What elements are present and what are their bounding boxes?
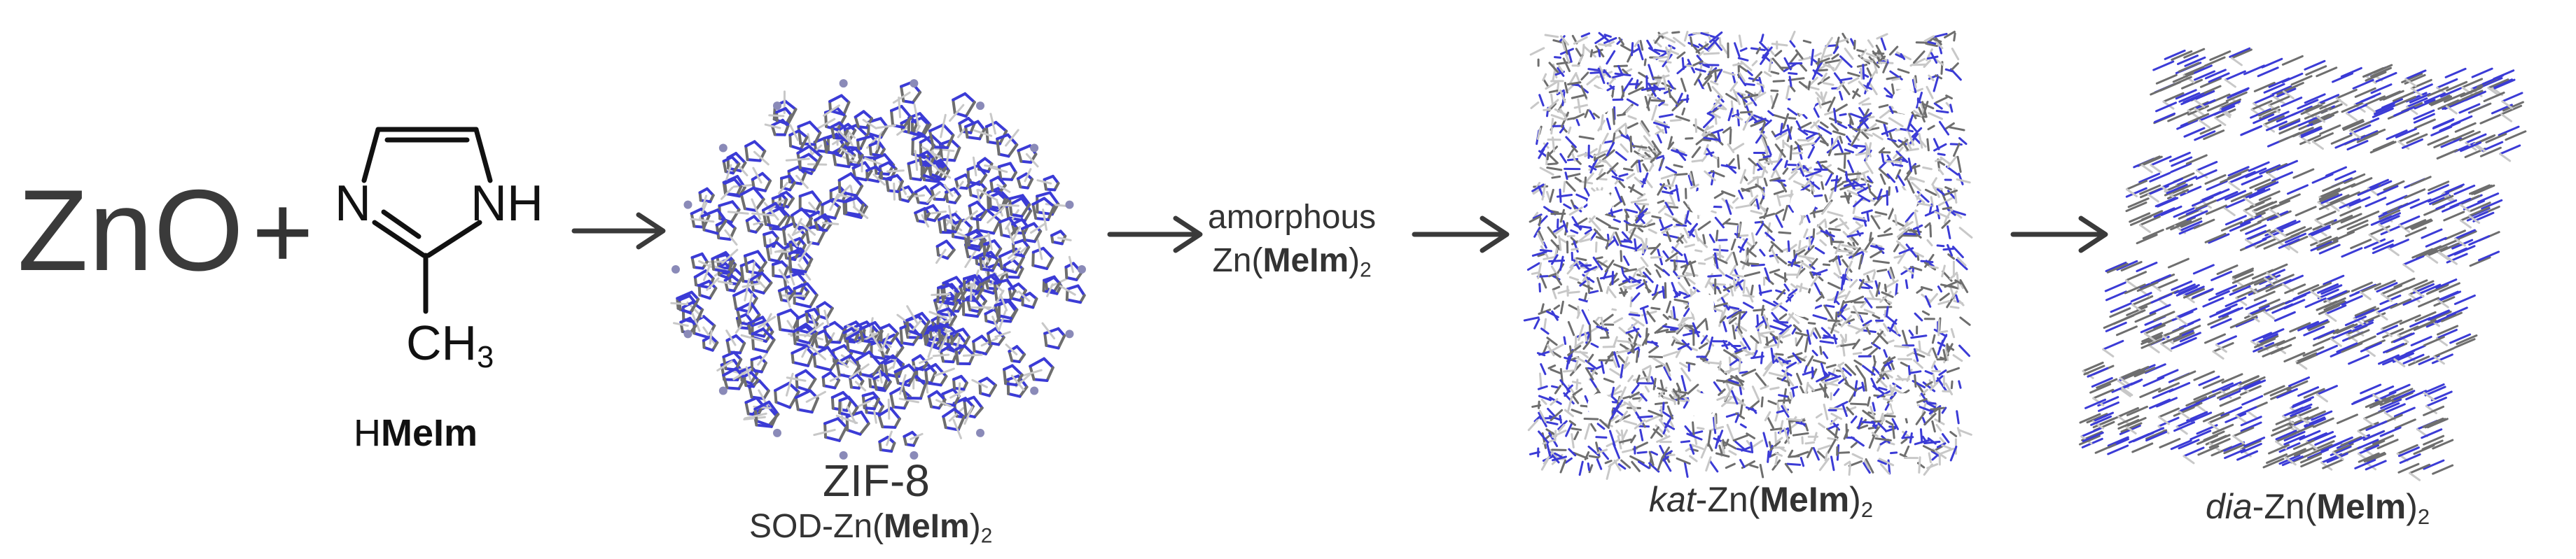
methyl-ch: CH (406, 316, 478, 370)
methyl-subscript: 3 (477, 340, 494, 374)
arrows (571, 212, 2108, 253)
kat-structure (1523, 30, 1973, 480)
ring-bond-right (473, 127, 493, 183)
imidazole-n-label: N (335, 176, 371, 232)
arrow-3 (1412, 215, 1510, 253)
plus-sign: + (252, 173, 314, 290)
dia-caption: dia-Zn(MeIm)2 (2206, 487, 2430, 529)
amorphous-line1: amorphous (1208, 199, 1377, 236)
zif8-structure (670, 79, 1086, 460)
methyl-label: CH3 (406, 315, 494, 374)
zno-label: ZnO (18, 166, 244, 295)
zif8-subtitle: SOD-Zn(MeIm)2 (749, 508, 993, 548)
imidazole-nh-label: NH (471, 176, 543, 232)
arrow-2 (1107, 215, 1203, 253)
amorphous-line2: Zn(MeIm)2 (1212, 242, 1372, 282)
arrow-1 (571, 212, 666, 250)
ring-bond-lower-left-double (381, 209, 422, 239)
ligand-label: HMeIm (354, 412, 478, 454)
amorphous-label: amorphous Zn(MeIm)2 (1208, 196, 1376, 283)
ring-bond-lower-left (372, 220, 426, 258)
ring-bond-lower-right (426, 220, 482, 258)
arrow-4 (2010, 215, 2108, 253)
ring-bond-left (361, 127, 381, 183)
dia-structure (2078, 47, 2527, 481)
kat-caption: kat-Zn(MeIm)2 (1649, 480, 1874, 522)
imidazole-structure (361, 127, 493, 314)
zif8-title: ZIF-8 (823, 455, 930, 506)
